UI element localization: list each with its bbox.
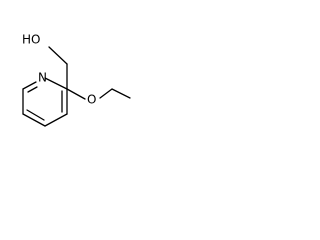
bond-ch2-ch3 <box>111 88 131 99</box>
bond-c4-c5 <box>22 113 46 127</box>
bond-o-ch2 <box>99 88 113 99</box>
atom-label-hydroxyl: HO <box>22 33 40 47</box>
bond-c4-c5-double <box>26 109 45 121</box>
bond-ch2-oh <box>48 46 68 65</box>
molecule-drawing: HO N O <box>22 33 131 127</box>
structure-canvas: HO N O <box>0 0 186 150</box>
bond-n1-c2 <box>44 77 68 90</box>
bond-c3-o <box>66 88 86 100</box>
atom-label-nitrogen: N <box>38 71 47 85</box>
atom-label-ether-oxygen: O <box>87 93 96 107</box>
bond-c3-c4 <box>44 113 68 127</box>
bond-c6-n1 <box>22 81 37 90</box>
bond-c6-n1-double <box>27 86 38 93</box>
